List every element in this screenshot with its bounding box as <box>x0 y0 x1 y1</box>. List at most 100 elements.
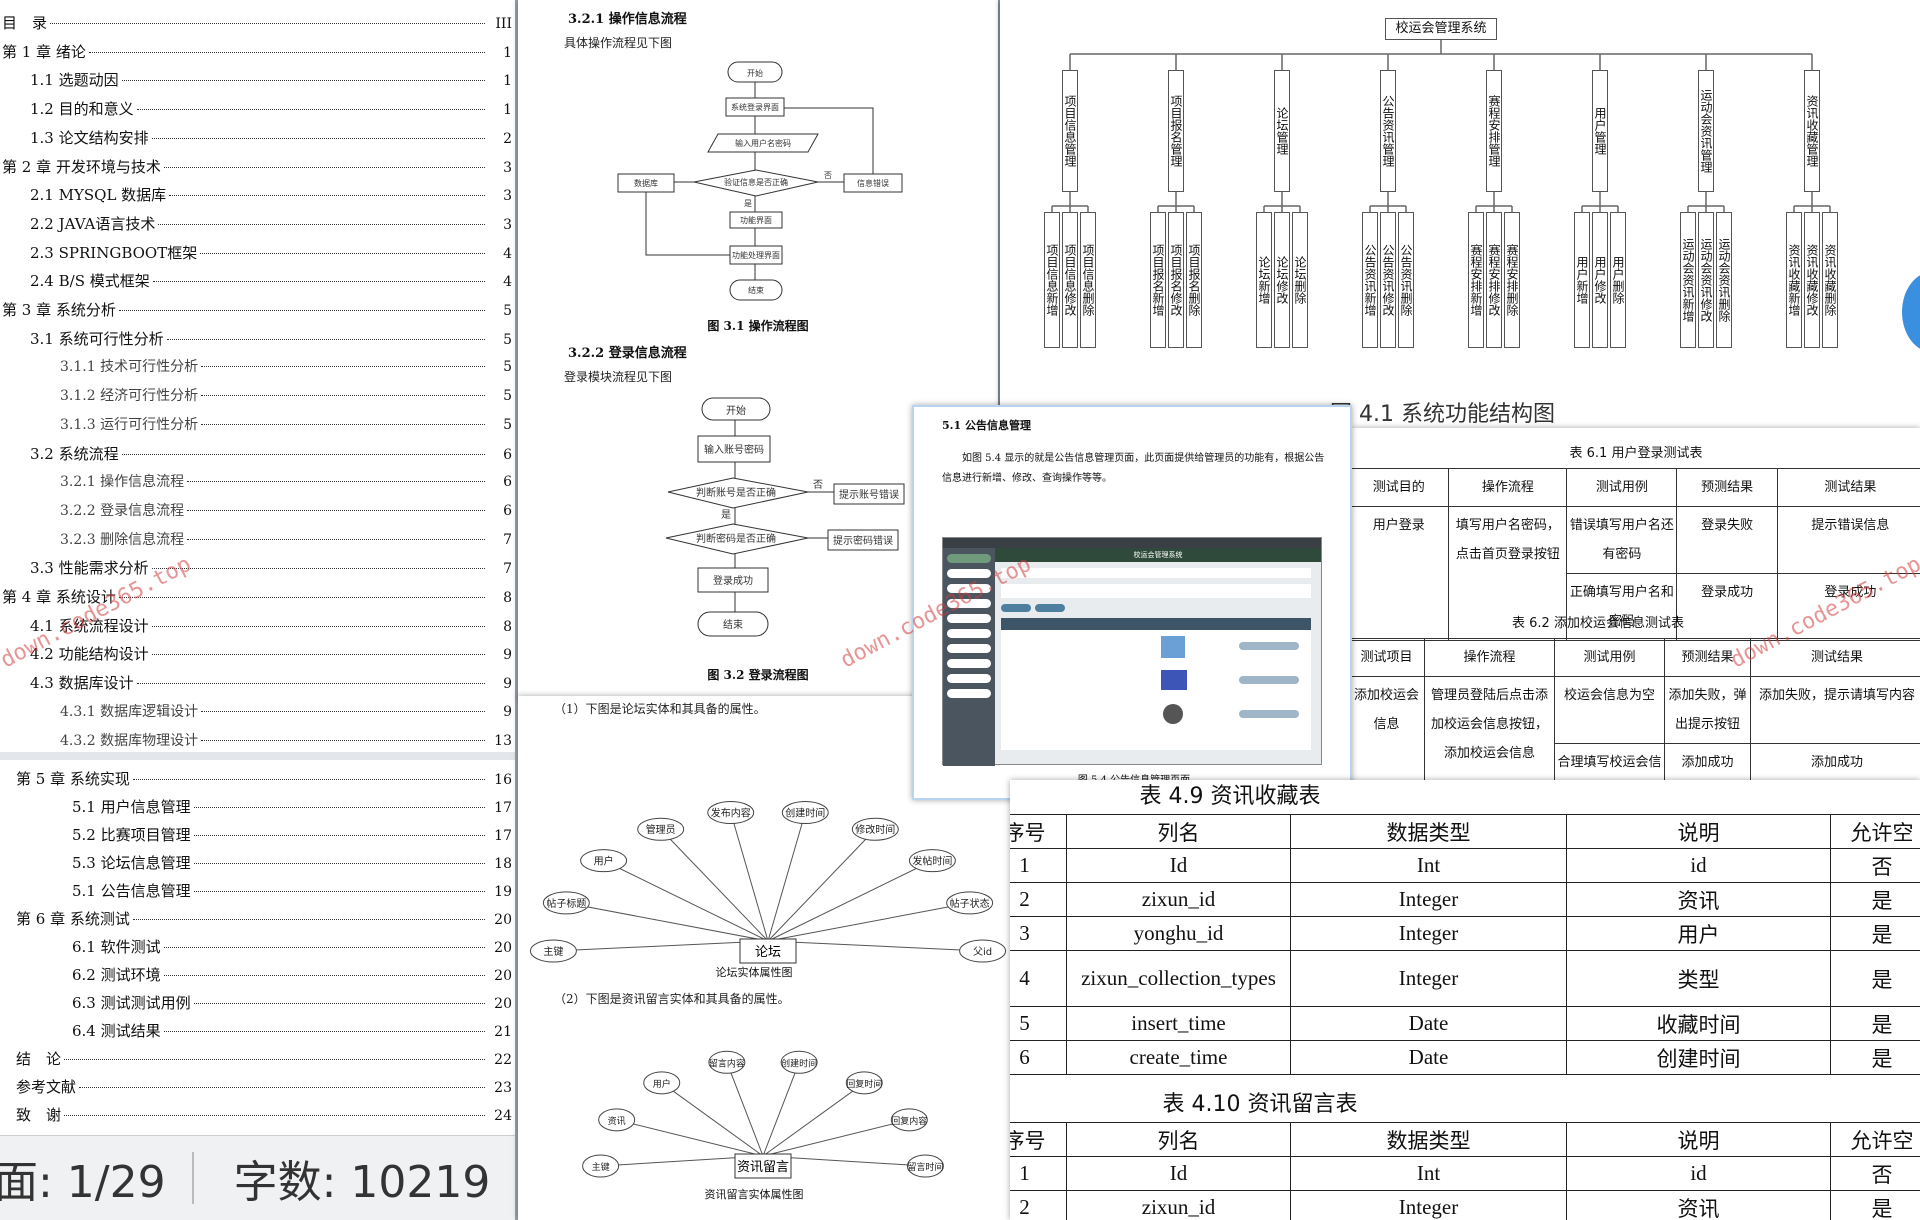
app-title: 校运会管理系统 <box>995 548 1321 562</box>
body-text-4: （2）下图是资讯留言实体和其具备的属性。 <box>554 992 790 1006</box>
login-flowchart: 开始 输入账号密码 判断账号是否正确 提示账号错误 判断密码是否正确 提示密码错… <box>665 397 905 637</box>
toc-page-number: 17 <box>494 828 512 844</box>
word-count[interactable]: 字数: 10219 <box>233 1157 491 1208</box>
figure-caption-3: 论坛实体属性图 <box>715 966 793 979</box>
org-function: 项目报名修改 <box>1168 212 1184 348</box>
col-header: 允许空 <box>1830 814 1920 849</box>
floating-assist-button[interactable] <box>1902 272 1920 352</box>
toc-entry[interactable]: 结 论 22 <box>0 1048 512 1074</box>
operation-flowchart: 开始 系统登录界面 输入用户名密码 验证信息是否正确 数据库 信息错误 功能界面… <box>617 61 903 301</box>
cell: 用户 <box>1566 916 1831 951</box>
er-attribute-label: 创建时间 <box>781 1057 817 1069</box>
cell: 是 <box>1830 882 1920 917</box>
toc-entry-title: 4.2 功能结构设计 <box>30 645 149 664</box>
cell: 是 <box>1830 916 1920 951</box>
col-header: 数据类型 <box>1290 1122 1567 1157</box>
toc-leader <box>201 366 485 368</box>
table-title: 表 6.1 用户登录测试表 <box>1569 446 1703 461</box>
toc-entry-title: 3.2.1 操作信息流程 <box>60 474 185 491</box>
er-entity <box>734 1153 792 1179</box>
toc-entry-title: 2.2 JAVA语言技术 <box>30 214 156 233</box>
er-link <box>767 828 876 942</box>
cell: zixun_collection_types <box>1066 950 1291 1007</box>
cell: 正确填写用户名和密码 <box>1566 573 1678 641</box>
toc-entry-title: 6.3 测试测试用例 <box>72 994 191 1012</box>
er-attribute <box>890 1108 928 1132</box>
cell: 添加失败，提示请填写内容 <box>1750 676 1920 744</box>
toc-leader <box>193 835 485 836</box>
table-row: 正确填写用户名和密码 登录成功 登录成功 <box>1352 573 1920 641</box>
org-function: 项目信息删除 <box>1080 212 1096 348</box>
toc-page-number: 5 <box>503 303 512 319</box>
toc-entry-title: 6.2 测试环境 <box>72 966 161 984</box>
toc-page-number: 6 <box>503 502 512 519</box>
cell: 添加成功 <box>1750 743 1920 780</box>
org-module: 资讯收藏管理 <box>1804 70 1820 192</box>
org-module: 公告资讯管理 <box>1380 70 1396 192</box>
org-function: 公告资讯新增 <box>1362 212 1378 348</box>
toc-leader <box>193 891 485 892</box>
toc-page-number: 16 <box>494 772 512 788</box>
er-attribute <box>598 1108 636 1132</box>
toc-entry-title: 5.3 论坛信息管理 <box>72 854 191 872</box>
app-screenshot: 校运会管理系统 <box>942 537 1322 766</box>
org-function: 运动会资讯删除 <box>1716 212 1732 348</box>
page-count[interactable]: 面: 1/29 <box>0 1157 166 1208</box>
flow-func: 功能界面 <box>740 215 772 225</box>
toc-entry-title: 第 5 章 系统实现 <box>16 770 130 788</box>
login-test-table: 测试目的 操作流程 测试用例 预测结果 测试结果 用户登录 填写用户名密码，点击… <box>1352 468 1920 641</box>
flow-start: 开始 <box>747 68 763 78</box>
org-module: 项目报名管理 <box>1168 70 1184 192</box>
cell: Int <box>1290 848 1567 883</box>
toc-entry-title: 结 论 <box>16 1050 62 1068</box>
toc-entry-title: 1.3 论文结构安排 <box>30 128 149 147</box>
col-header: 操作流程 <box>1424 638 1555 677</box>
toc-page-number: 6 <box>503 474 512 491</box>
toc-entry[interactable]: 3.2.1 操作信息流程 6 <box>0 471 512 497</box>
toc-entry-title: 5.1 用户信息管理 <box>72 798 191 816</box>
toc-entry-title: 致 谢 <box>16 1106 62 1124</box>
cell: Integer <box>1290 882 1567 917</box>
toc-page-number: 22 <box>494 1052 512 1068</box>
toc-entry-title: 第 2 章 开发环境与技术 <box>2 157 161 176</box>
toc-entry[interactable]: 第 5 章 系统实现 16 <box>0 768 512 794</box>
toc-entry-title: 3.1.3 运行可行性分析 <box>60 416 199 433</box>
